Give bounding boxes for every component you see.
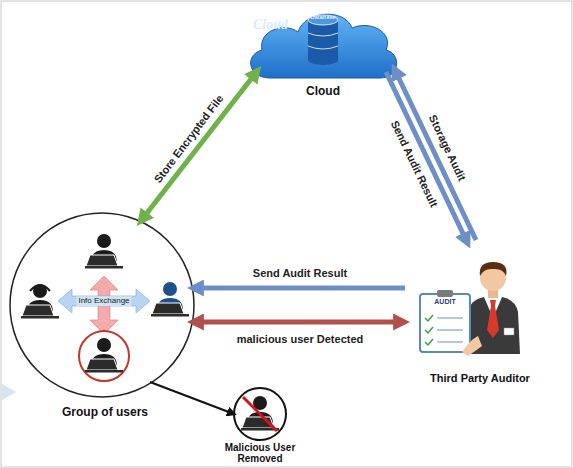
cloud-shape-part <box>308 55 338 65</box>
cloud-shape-part <box>308 33 338 49</box>
arrow-caption: Info Exchange <box>76 296 131 306</box>
connector-label: Send Audit Result <box>251 267 349 280</box>
removed-user-node: Malicious User Removed <box>205 386 315 466</box>
cloud-shape <box>251 14 397 78</box>
info-exchange-arrows <box>58 276 150 334</box>
user-icons-part <box>79 331 129 381</box>
removed-user-part <box>243 397 277 431</box>
info-exchange-arrows-part <box>58 289 150 313</box>
user-icons <box>21 234 189 381</box>
user-group-node: Group of users <box>5 210 205 422</box>
connector-arrow <box>192 286 405 291</box>
auditor-figure-part <box>437 318 463 342</box>
auditor-figure-part <box>462 336 482 356</box>
group-circle-part <box>10 213 194 397</box>
auditor-figure-part <box>504 328 514 335</box>
removed-user <box>234 388 286 440</box>
auditor-figure-part <box>437 290 453 297</box>
connector-arrow <box>192 320 405 325</box>
auditor-figure-part <box>425 315 433 345</box>
removed-user-part <box>241 396 279 431</box>
node-label: Group of users <box>5 406 205 420</box>
auditor-node: AUDIT Third Party Auditor <box>405 242 555 392</box>
group-circle <box>10 213 194 397</box>
auditor-figure-part <box>487 300 499 338</box>
connector-label: Store Encrypted File <box>150 91 227 188</box>
cloud-node: CloudDatabaseCloud <box>233 4 413 108</box>
database-label: Database <box>305 14 341 21</box>
node-label: Third Party Auditor <box>405 372 555 385</box>
user-icons-part <box>21 284 59 319</box>
auditor-figure-part <box>420 294 470 352</box>
connector-arrow <box>140 70 258 222</box>
auditor-figure-part <box>480 262 507 276</box>
clipboard-title: AUDIT <box>420 298 470 306</box>
user-icons-part <box>151 282 189 317</box>
cloud-shape-part <box>251 14 397 78</box>
node-label: Malicious User Removed <box>205 442 315 464</box>
user-icons-part <box>85 234 123 269</box>
connector-label: malicious user Detected <box>235 333 366 346</box>
cloud-shape-part <box>308 20 338 60</box>
user-icons-part <box>85 338 123 373</box>
auditor-figure <box>420 262 520 356</box>
removed-user-part <box>234 388 286 440</box>
cloud-title: Cloud <box>253 17 309 33</box>
node-label: Cloud <box>233 85 413 99</box>
corner-mark <box>2 384 16 400</box>
user-icons-part <box>30 285 50 291</box>
connector-arrow <box>150 382 234 414</box>
